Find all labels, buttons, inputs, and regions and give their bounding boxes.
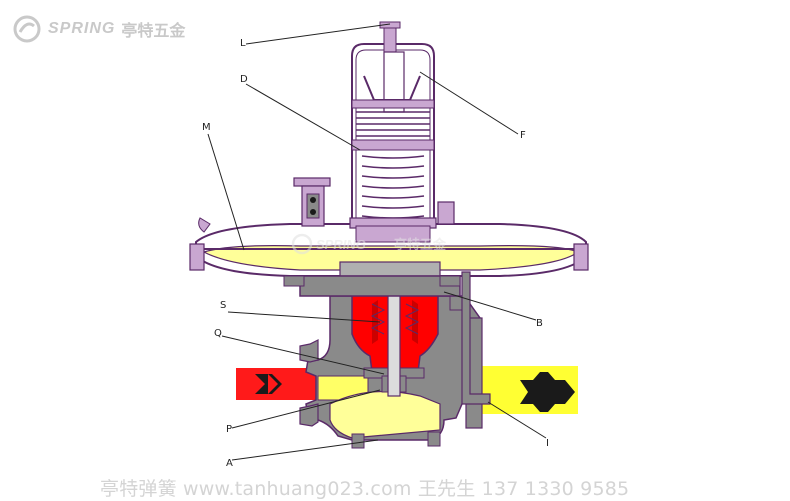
label-B: B (536, 318, 543, 329)
label-I: I (546, 438, 549, 449)
label-A: A (226, 458, 233, 469)
center-watermark: SPRING 亭特五金 (291, 233, 447, 255)
logo-name: 亭特五金 (121, 23, 186, 40)
vent-plug (437, 201, 455, 225)
inlet-arrow-icon (255, 374, 282, 394)
label-Q: Q (214, 328, 222, 339)
label-L: L (240, 38, 246, 49)
label-P: P (226, 424, 232, 435)
bottom-watermark: 亭特弹簧 www.tanhuang023.com 王先生 137 1330 95… (100, 478, 630, 500)
impulse-line (461, 271, 491, 405)
relief-valve (293, 177, 331, 227)
outlet-arrow-icon (520, 372, 575, 412)
label-D: D (240, 74, 248, 85)
logo: SPRING 亭特五金 (12, 14, 185, 44)
leader-lines (207, 23, 547, 461)
spring-bonnet (349, 21, 437, 243)
logo-brand: SPRING (48, 20, 116, 37)
label-S: S (220, 300, 226, 311)
center-watermark-name: 亭特五金 (394, 237, 447, 253)
label-M: M (202, 122, 211, 133)
center-watermark-brand: SPRING (316, 237, 366, 252)
spring-logo-icon (13, 15, 41, 43)
center-watermark-logo-icon (291, 233, 313, 255)
label-F: F (520, 130, 526, 141)
